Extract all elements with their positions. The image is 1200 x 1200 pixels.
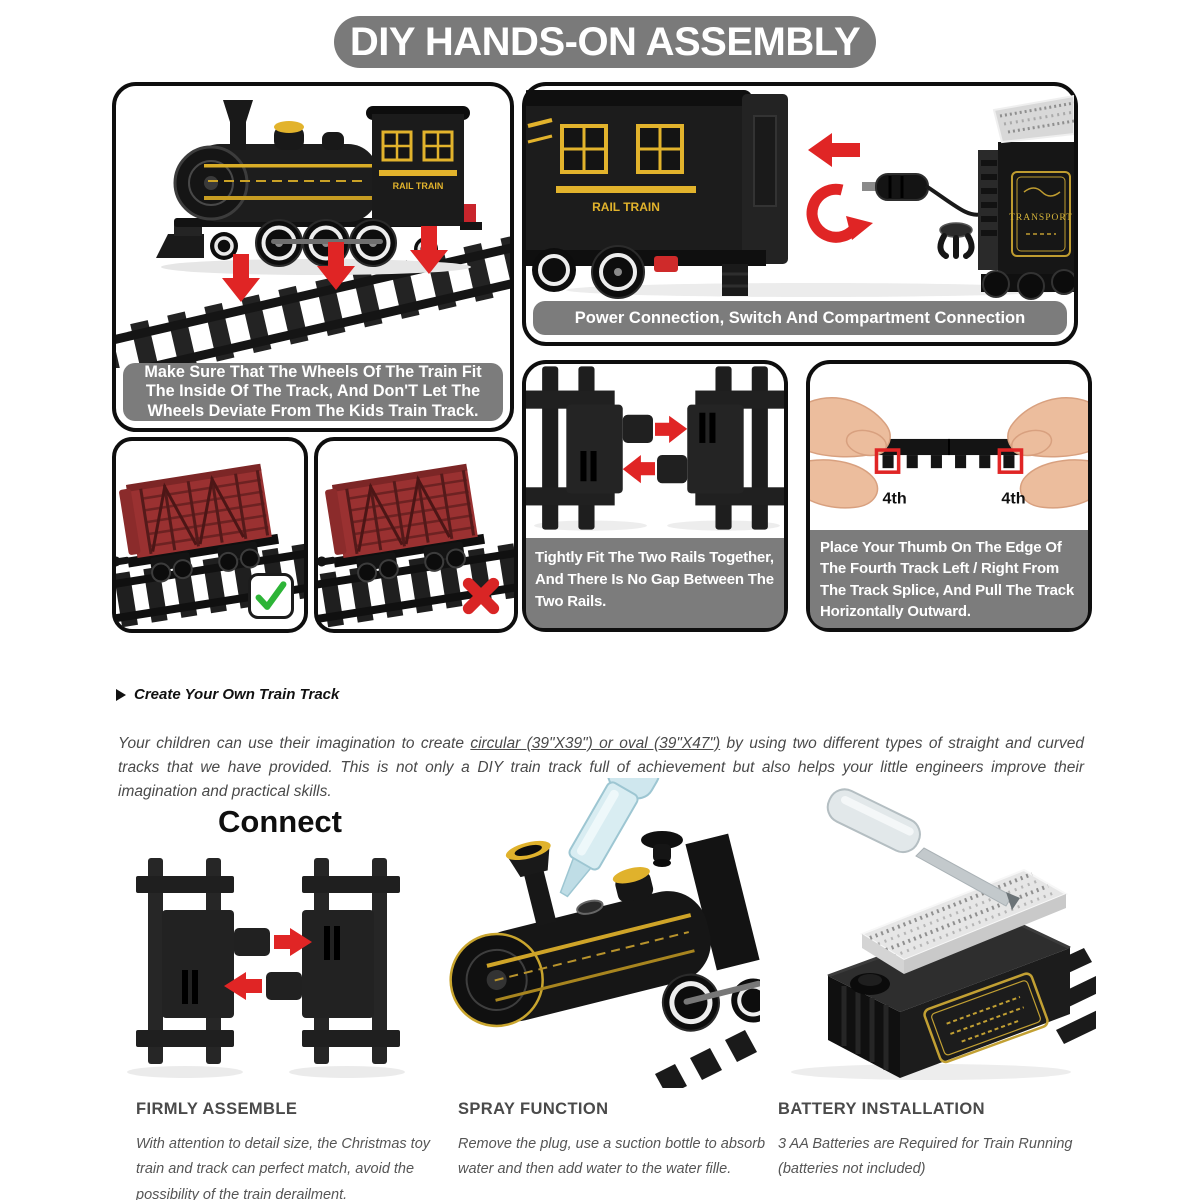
feature-body: With attention to detail size, the Chris…	[136, 1136, 431, 1200]
panel-rails-fit: Tightly Fit The Two Rails Together, And …	[522, 360, 788, 632]
pull-track-illustration: 4th 4th	[810, 397, 1088, 509]
caption-rails-fit: Tightly Fit The Two Rails Together, And …	[526, 538, 784, 628]
paragraph-text: Your children can use their imagination …	[118, 734, 471, 752]
cross-icon	[462, 577, 500, 615]
feature-heading: FIRMLY ASSEMBLE	[136, 1100, 298, 1118]
cross-badge	[458, 573, 504, 619]
feature-battery-installation: BATTERY INSTALLATION 3 AA Batteries are …	[778, 1100, 1108, 1183]
red-left-arrow-icon	[622, 455, 655, 484]
feature-heading: SPRAY FUNCTION	[458, 1100, 609, 1118]
left-hand-fingers	[810, 459, 879, 509]
coal-tender-box	[827, 912, 1071, 1078]
fourth-track-label-right: 4th	[1001, 489, 1025, 507]
red-right-arrow-icon	[274, 928, 312, 956]
right-rail-piece	[657, 366, 784, 530]
check-badge	[248, 573, 294, 619]
cargo-car	[116, 463, 280, 583]
power-plug-connector	[862, 173, 983, 259]
red-curved-arrow-icon	[806, 183, 873, 243]
panel-cargo-wrong	[314, 437, 518, 633]
water-hole-plug	[641, 831, 683, 867]
create-track-heading: Create Your Own Train Track	[134, 686, 340, 703]
feature-body: 3 AA Batteries are Required for Train Ru…	[778, 1136, 1073, 1178]
locomotive-rear-car: RAIL TRAIN	[526, 90, 788, 299]
cargo-car-on-track-illustration	[318, 463, 514, 629]
right-hand-fingers	[1019, 459, 1088, 509]
page-title: DIY HANDS-ON ASSEMBLY	[334, 16, 876, 68]
connect-heading: Connect	[218, 804, 342, 839]
red-left-arrow-icon	[808, 133, 860, 167]
panel-wheels-fit: RAIL TRAIN	[112, 82, 514, 432]
rail-train-marking: RAIL TRAIN	[592, 200, 660, 214]
caption-pull-track: Place Your Thumb On The Edge Of The Four…	[810, 530, 1088, 628]
caption-power-connection: Power Connection, Switch And Compartment…	[533, 301, 1067, 335]
triangle-bullet-icon	[116, 688, 126, 701]
battery-installation-illustration	[791, 788, 1096, 1080]
train-track	[116, 222, 510, 368]
track-fragments	[655, 1030, 757, 1088]
caption-wheels-fit: Make Sure That The Wheels Of The Train F…	[123, 363, 503, 421]
panel-cargo-correct	[112, 437, 308, 633]
red-right-arrow-icon	[655, 415, 688, 443]
feature-heading: BATTERY INSTALLATION	[778, 1100, 985, 1118]
feature-firmly-assemble: FIRMLY ASSEMBLE With attention to detail…	[136, 1100, 454, 1200]
spray-function-illustration	[449, 778, 760, 1088]
right-connector-piece	[266, 858, 400, 1064]
cargo-car	[318, 463, 486, 583]
rail-joint-illustration	[526, 366, 784, 531]
panel-pull-track: 4th 4th Place Your Thumb On The Edge Of …	[806, 360, 1092, 632]
locomotive-closeup	[449, 833, 760, 1032]
panel-power-connection: RAIL TRAIN	[522, 82, 1078, 346]
track-dimensions-text: circular (39"X39") or oval (39"X47")	[470, 734, 721, 752]
create-track-paragraph: Your children can use their imagination …	[118, 732, 1084, 804]
create-track-heading-row: Create Your Own Train Track	[116, 686, 339, 703]
left-connector-piece	[136, 858, 270, 1064]
feature-body: Remove the plug, use a suction bottle to…	[458, 1136, 766, 1178]
gold-plaque	[923, 972, 1049, 1064]
car-connection-illustration: RAIL TRAIN	[526, 90, 1074, 300]
battery-cover-tray	[859, 868, 1069, 974]
transport-plaque-marking: TRANSPORT	[1009, 213, 1073, 223]
fourth-track-label-left: 4th	[883, 489, 907, 507]
rail-train-marking: RAIL TRAIN	[393, 181, 444, 191]
check-icon	[255, 581, 287, 610]
water-dropper	[559, 778, 660, 898]
feature-spray-function: SPRAY FUNCTION Remove the plug, use a su…	[458, 1100, 770, 1183]
left-rail-piece	[526, 366, 653, 530]
screwdriver	[826, 788, 1020, 910]
right-highlight-square	[997, 448, 1024, 474]
red-down-arrow-icon	[222, 226, 448, 302]
locomotive-over-track-illustration: RAIL TRAIN	[116, 100, 510, 368]
left-highlight-square	[874, 448, 901, 474]
connect-track-diagram	[127, 858, 405, 1078]
red-left-arrow-icon	[224, 972, 262, 1000]
paragraph-text: by using two different types of straight…	[118, 734, 1084, 800]
coal-tender-car: TRANSPORT	[978, 94, 1074, 300]
